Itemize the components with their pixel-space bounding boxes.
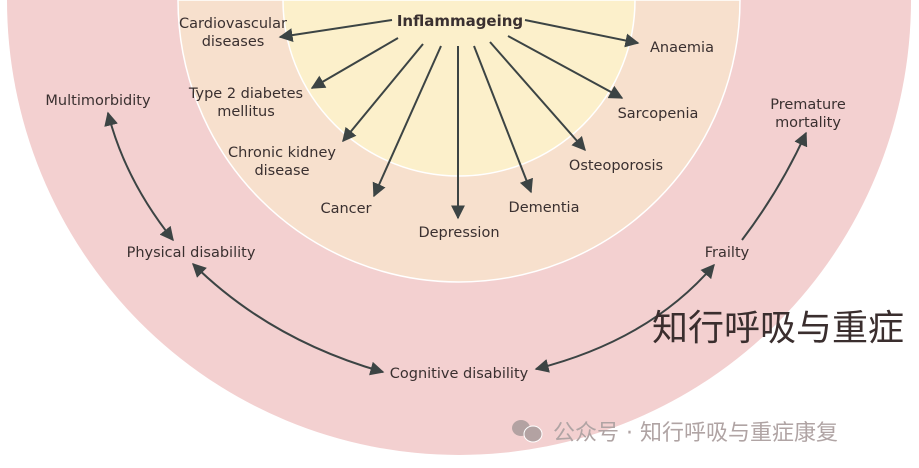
condition-osteoporosis: Osteoporosis	[569, 158, 663, 174]
watermark-footer: 公众号 · 知行呼吸与重症康复	[553, 421, 838, 446]
outcome-cognitive-disability: Cognitive disability	[390, 366, 529, 382]
condition-diabetes-line2: mellitus	[217, 104, 275, 120]
outcome-multimorbidity: Multimorbidity	[45, 93, 151, 109]
watermark-title: 知行呼吸与重症	[652, 308, 904, 349]
condition-dementia: Dementia	[509, 200, 580, 216]
inflammageing-label: Inflammageing	[397, 12, 523, 30]
condition-cardiovascular: Cardiovascular	[179, 16, 287, 32]
condition-anaemia: Anaemia	[650, 40, 714, 56]
wechat-icon	[512, 420, 543, 443]
outcome-arrows	[104, 111, 808, 376]
condition-ckd-line2: disease	[254, 163, 309, 179]
inflammageing-arrows	[278, 19, 640, 220]
condition-cancer: Cancer	[320, 201, 371, 217]
outcome-physical-disability: Physical disability	[127, 245, 256, 261]
outcome-premature-mortality-line2: mortality	[775, 115, 841, 131]
condition-ckd: Chronic kidney	[228, 145, 336, 161]
condition-depression: Depression	[418, 225, 499, 241]
condition-cardiovascular-line2: diseases	[202, 34, 265, 50]
outcome-frailty: Frailty	[705, 245, 750, 261]
condition-sarcopenia: Sarcopenia	[618, 106, 699, 122]
condition-diabetes: Type 2 diabetes	[188, 86, 303, 102]
outcome-premature-mortality: Premature	[770, 97, 846, 113]
